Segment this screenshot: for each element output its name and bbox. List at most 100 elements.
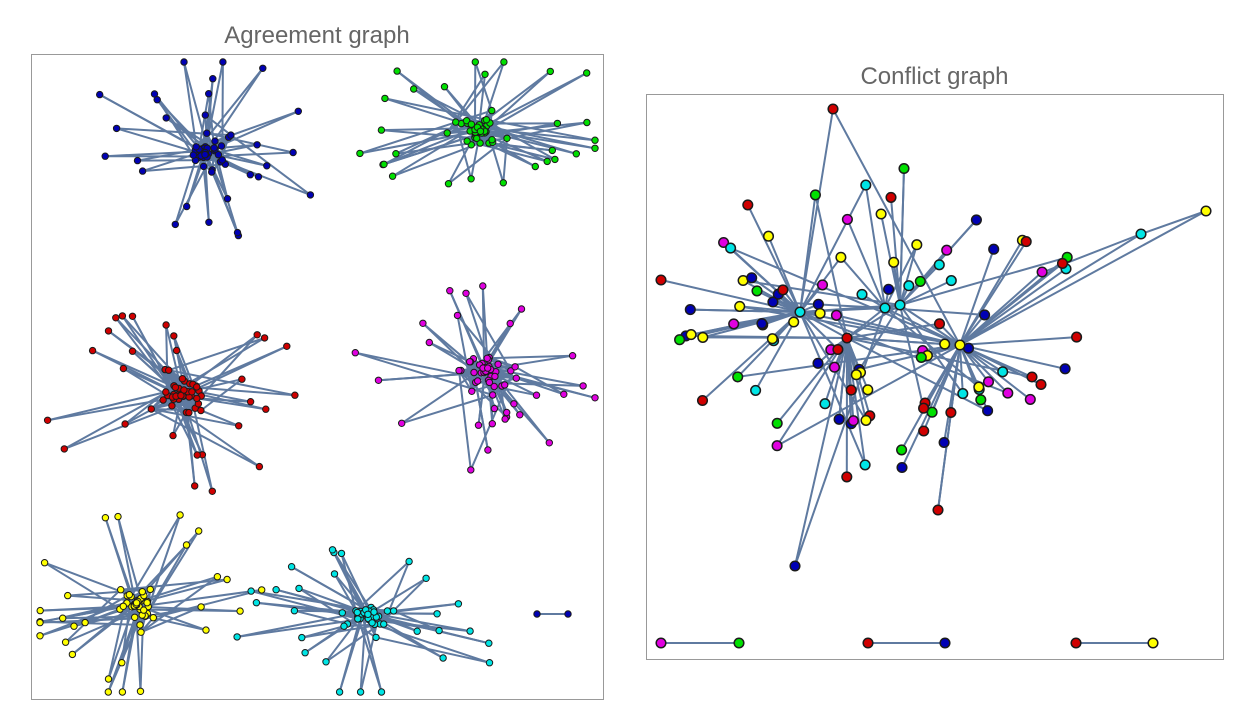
agreement-edge xyxy=(198,93,210,150)
conflict-node-magenta xyxy=(941,244,953,256)
agreement-node-blue xyxy=(564,610,572,618)
conflict-node-magenta xyxy=(771,440,783,452)
agreement-node-cyan xyxy=(368,619,376,627)
agreement-edge xyxy=(486,118,596,142)
agreement-node-red xyxy=(128,312,137,320)
agreement-node-yellow xyxy=(202,626,210,634)
agreement-node-yellow xyxy=(136,687,145,695)
agreement-node-blue xyxy=(162,114,170,122)
conflict-node-red xyxy=(1026,371,1038,383)
agreement-edge xyxy=(47,396,177,422)
conflict-node-green xyxy=(914,275,926,287)
conflict-node-blue xyxy=(767,296,779,308)
conflict-node-blue xyxy=(883,283,895,295)
conflict-node-yellow xyxy=(862,384,874,396)
agreement-node-cyan xyxy=(298,633,306,642)
conflict-node-yellow xyxy=(766,333,778,345)
agreement-node-magenta xyxy=(484,446,492,454)
agreement-edge xyxy=(139,605,241,613)
conflict-hub-node xyxy=(794,306,806,318)
agreement-node-green xyxy=(476,127,485,136)
conflict-node-blue xyxy=(812,298,824,310)
agreement-graph-frame xyxy=(31,54,604,700)
conflict-node-magenta xyxy=(728,318,740,330)
conflict-edge xyxy=(899,279,952,306)
agreement-node-cyan xyxy=(370,608,378,616)
conflict-node-red xyxy=(696,394,709,407)
agreement-node-green xyxy=(591,136,599,144)
agreement-edge xyxy=(117,516,137,604)
conflict-node-blue xyxy=(756,318,768,330)
agreement-node-yellow xyxy=(195,527,203,535)
agreement-edge xyxy=(497,364,507,420)
agreement-node-blue xyxy=(101,152,109,160)
conflict-node-red xyxy=(918,402,930,414)
conflict-node-red xyxy=(1056,257,1069,269)
agreement-node-yellow xyxy=(258,586,266,594)
agreement-edge xyxy=(164,369,199,456)
agreement-node-cyan xyxy=(353,608,361,617)
conflict-node-magenta xyxy=(1002,387,1014,399)
agreement-node-cyan xyxy=(364,610,372,618)
conflict-edge xyxy=(690,308,801,313)
agreement-node-green xyxy=(467,120,476,128)
agreement-node-magenta xyxy=(470,368,478,377)
conflict-node-green xyxy=(733,637,745,649)
agreement-node-yellow xyxy=(119,602,128,610)
agreement-node-green xyxy=(467,175,475,183)
conflict-node-magenta xyxy=(982,376,995,388)
agreement-node-red xyxy=(128,347,137,355)
agreement-node-green xyxy=(381,94,389,103)
agreement-node-magenta xyxy=(510,400,518,408)
agreement-node-blue xyxy=(201,111,210,119)
conflict-node-blue xyxy=(982,405,994,417)
agreement-edge xyxy=(291,565,370,612)
agreement-edge xyxy=(200,378,243,412)
agreement-node-magenta xyxy=(501,381,509,389)
agreement-edge xyxy=(474,382,489,451)
conflict-node-red xyxy=(777,284,789,296)
agreement-node-green xyxy=(356,149,364,158)
agreement-edge xyxy=(379,577,427,625)
agreement-node-cyan xyxy=(340,622,348,630)
agreement-node-blue xyxy=(294,107,302,116)
agreement-node-blue xyxy=(153,96,161,104)
agreement-node-yellow xyxy=(213,573,222,581)
agreement-node-green xyxy=(481,70,489,79)
agreement-node-magenta xyxy=(467,466,475,474)
conflict-edge xyxy=(959,248,995,346)
agreement-node-yellow xyxy=(149,614,158,622)
agreement-node-red xyxy=(197,406,205,415)
conflict-node-yellow xyxy=(973,381,985,393)
agreement-node-cyan xyxy=(233,633,241,641)
agreement-node-blue xyxy=(201,150,209,159)
agreement-edge xyxy=(150,408,260,468)
agreement-node-blue xyxy=(209,75,217,83)
agreement-node-green xyxy=(583,69,591,77)
agreement-node-cyan xyxy=(433,610,441,618)
conflict-node-magenta xyxy=(718,236,730,249)
agreement-edge xyxy=(483,366,584,387)
conflict-node-red xyxy=(932,504,944,516)
agreement-node-magenta xyxy=(398,419,406,427)
agreement-edge xyxy=(487,354,573,360)
agreement-node-cyan xyxy=(389,607,398,615)
agreement-node-red xyxy=(208,487,217,495)
conflict-node-green xyxy=(915,351,927,363)
agreement-node-yellow xyxy=(140,606,148,614)
agreement-node-blue xyxy=(96,90,104,99)
conflict-edge xyxy=(838,337,848,420)
conflict-edge xyxy=(959,262,1064,346)
conflict-edge xyxy=(799,184,867,313)
agreement-node-magenta xyxy=(474,377,482,385)
agreement-node-blue xyxy=(208,168,216,176)
agreement-node-magenta xyxy=(503,408,511,417)
conflict-node-cyan xyxy=(933,259,945,271)
agreement-node-magenta xyxy=(494,360,502,368)
conflict-hub-node xyxy=(841,332,853,344)
agreement-node-blue xyxy=(183,202,191,211)
conflict-node-magenta xyxy=(847,415,859,427)
agreement-node-cyan xyxy=(287,563,296,571)
agreement-node-blue xyxy=(112,124,121,133)
agreement-edge xyxy=(135,578,228,605)
